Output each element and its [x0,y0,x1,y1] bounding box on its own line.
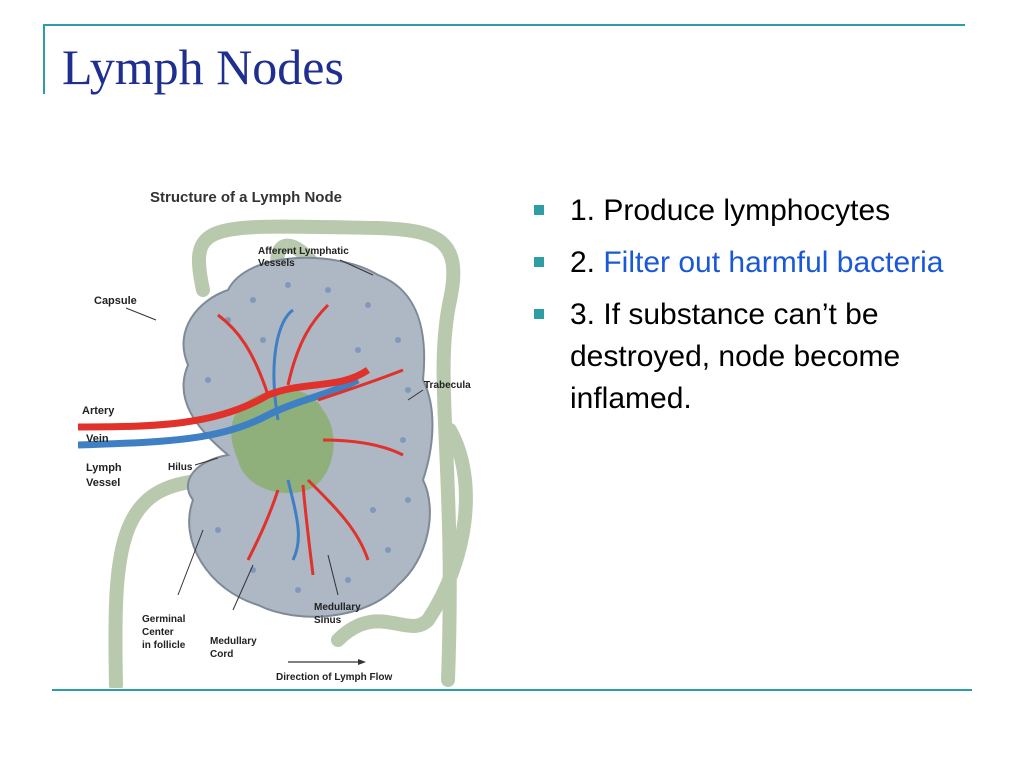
frame-bottom-line [52,689,972,691]
bullet-text: 3. If substance can’t be destroyed, node… [570,298,901,415]
label-germinal-line1: Germinal [142,614,186,625]
lymph-vessels [108,219,473,688]
slide-title: Lymph Nodes [62,39,344,95]
label-capsule: Capsule [94,295,137,307]
label-afferent-line2: Vessels [258,258,295,269]
label-hilus: Hilus [168,462,193,473]
label-artery: Artery [82,405,115,417]
node-medulla [231,389,334,494]
bullet-list: 1. Produce lymphocytes 2. Filter out har… [534,190,974,430]
bullet-item: 2. Filter out harmful bacteria [534,242,974,284]
label-lymph-vessel-line2: Vessel [86,477,120,489]
vein [78,376,360,449]
square-bullet-icon [534,205,544,215]
label-lymph-vessel-line1: Lymph [86,462,122,474]
figure-title: Structure of a Lymph Node [150,189,342,206]
artery [78,367,370,431]
label-medullary-cord-line1: Medullary [210,636,257,647]
label-germinal-line2: Center [142,627,174,638]
label-germinal-line3: in follicle [142,640,186,651]
bullet-item: 1. Produce lymphocytes [534,190,974,232]
frame-top-line [43,24,965,26]
label-medullary-sinus-line2: Sinus [314,615,342,626]
label-afferent-line1: Afferent Lymphatic [258,246,349,257]
label-medullary-sinus-line1: Medullary [314,602,361,613]
square-bullet-icon [534,257,544,267]
label-flow-direction: Direction of Lymph Flow [276,672,393,683]
bullet-text: 2. [570,246,604,279]
square-bullet-icon [534,309,544,319]
label-trabecula: Trabecula [424,380,471,391]
lymph-node-diagram: Structure of a Lymph Node Afferent Lymph… [78,180,478,688]
bullet-highlight-text: Filter out harmful bacteria [603,246,944,279]
bullet-item: 3. If substance can’t be destroyed, node… [534,294,974,420]
label-medullary-cord-line2: Cord [210,649,233,660]
frame-left-line [43,24,45,94]
bullet-text: 1. Produce lymphocytes [570,194,891,227]
label-vein: Vein [86,433,109,445]
